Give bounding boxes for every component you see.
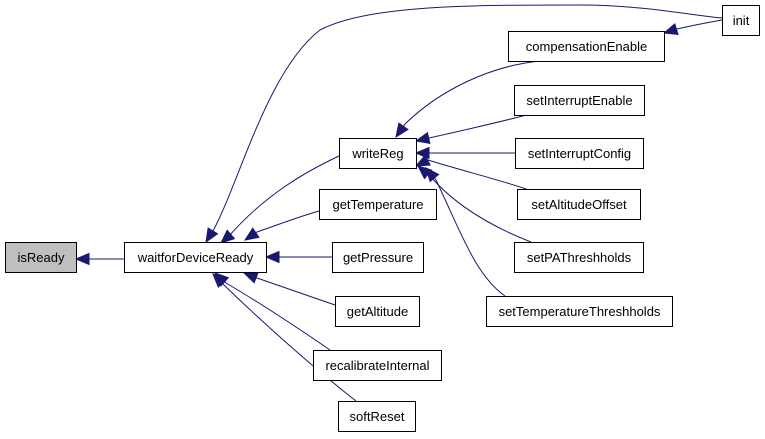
- edge-getAltitude-to-waitforDeviceReady: [242, 272, 336, 306]
- arrowhead: [242, 272, 259, 284]
- edge-compensationEnable-to-writeReg: [395, 60, 541, 139]
- node-box: [722, 5, 760, 36]
- edge-line: [221, 282, 357, 402]
- node-label: init: [733, 13, 750, 28]
- edge-line: [427, 159, 527, 190]
- node-setTemperatureThreshholds[interactable]: setTemperatureThreshholds: [486, 296, 673, 327]
- edge-line: [427, 173, 532, 243]
- node-box: [332, 242, 424, 273]
- edge-getTemperature-to-waitforDeviceReady: [243, 210, 320, 241]
- arrowhead: [414, 146, 430, 160]
- node-box: [338, 401, 416, 432]
- edge-writeReg-to-waitforDeviceReady: [220, 155, 340, 244]
- arrowhead: [425, 167, 440, 183]
- node-label: compensationEnable: [526, 39, 647, 54]
- node-box: [319, 189, 437, 220]
- edges-layer: [74, 4, 723, 402]
- edge-recalibrateInternal-to-waitforDeviceReady: [214, 272, 331, 351]
- node-setPAThreshholds[interactable]: setPAThreshholds: [514, 242, 644, 273]
- arrowhead: [205, 227, 219, 244]
- arrowhead: [264, 250, 280, 264]
- node-box: [514, 85, 645, 116]
- node-label: waitforDeviceReady: [137, 250, 254, 265]
- node-compensationEnable[interactable]: compensationEnable: [508, 31, 665, 62]
- node-label: getAltitude: [347, 304, 408, 319]
- node-box: [335, 296, 420, 327]
- arrowhead: [414, 131, 431, 145]
- node-label: isReady: [18, 250, 65, 265]
- node-softReset[interactable]: softReset: [338, 401, 416, 432]
- node-setInterruptConfig[interactable]: setInterruptConfig: [515, 138, 644, 169]
- node-box: [124, 242, 267, 273]
- node-label: softReset: [350, 409, 405, 424]
- arrowhead: [212, 273, 227, 288]
- arrowhead: [395, 122, 409, 139]
- node-box: [339, 138, 417, 169]
- edge-line: [255, 210, 320, 234]
- edge-softReset-to-waitforDeviceReady: [212, 273, 357, 402]
- node-waitforDeviceReady[interactable]: waitforDeviceReady: [124, 242, 267, 273]
- node-label: writeReg: [351, 146, 403, 161]
- node-getPressure[interactable]: getPressure: [332, 242, 424, 273]
- arrowhead: [243, 227, 260, 241]
- node-label: getPressure: [343, 250, 413, 265]
- edge-getPressure-to-waitforDeviceReady: [264, 250, 333, 264]
- node-recalibrateInternal[interactable]: recalibrateInternal: [313, 350, 442, 381]
- node-box: [514, 242, 644, 273]
- edge-line: [255, 277, 336, 306]
- edge-waitforDeviceReady-to-isReady: [74, 252, 124, 266]
- node-box: [486, 296, 673, 327]
- edge-init-to-waitforDeviceReady: [205, 4, 723, 244]
- arrowhead: [220, 229, 236, 244]
- node-isReady[interactable]: isReady: [5, 242, 77, 273]
- arrowhead: [662, 23, 679, 36]
- node-label: setInterruptEnable: [526, 93, 632, 108]
- node-box: [508, 31, 665, 62]
- edge-line: [224, 281, 331, 351]
- node-writeReg[interactable]: writeReg: [339, 138, 417, 169]
- node-label: recalibrateInternal: [325, 358, 429, 373]
- edge-line: [228, 155, 340, 237]
- node-label: setTemperatureThreshholds: [499, 304, 661, 319]
- node-setInterruptEnable[interactable]: setInterruptEnable: [514, 85, 645, 116]
- node-getAltitude[interactable]: getAltitude: [335, 296, 420, 327]
- edge-line: [433, 177, 506, 297]
- edge-line: [402, 60, 541, 127]
- node-box: [5, 242, 77, 273]
- node-box: [313, 350, 442, 381]
- edge-line: [676, 19, 723, 30]
- node-box: [515, 138, 644, 169]
- node-label: setAltitudeOffset: [531, 197, 627, 212]
- edge-setAltitudeOffset-to-writeReg: [414, 154, 527, 190]
- arrowhead: [414, 154, 431, 167]
- node-getTemperature[interactable]: getTemperature: [319, 189, 437, 220]
- node-init[interactable]: init: [722, 5, 760, 36]
- node-box: [517, 189, 641, 220]
- edge-setTemperatureThreshholds-to-writeReg: [425, 167, 506, 297]
- node-label: setInterruptConfig: [528, 146, 631, 161]
- edge-setInterruptConfig-to-writeReg: [414, 146, 515, 160]
- edge-init-to-compensationEnable: [662, 19, 723, 36]
- node-label: setPAThreshholds: [527, 250, 632, 265]
- nodes-layer: isReady waitforDeviceReady writeReg getTemp…: [5, 5, 760, 432]
- node-setAltitudeOffset[interactable]: setAltitudeOffset: [517, 189, 641, 220]
- edge-line: [212, 4, 723, 232]
- arrowhead: [74, 252, 90, 266]
- node-label: getTemperature: [332, 197, 423, 212]
